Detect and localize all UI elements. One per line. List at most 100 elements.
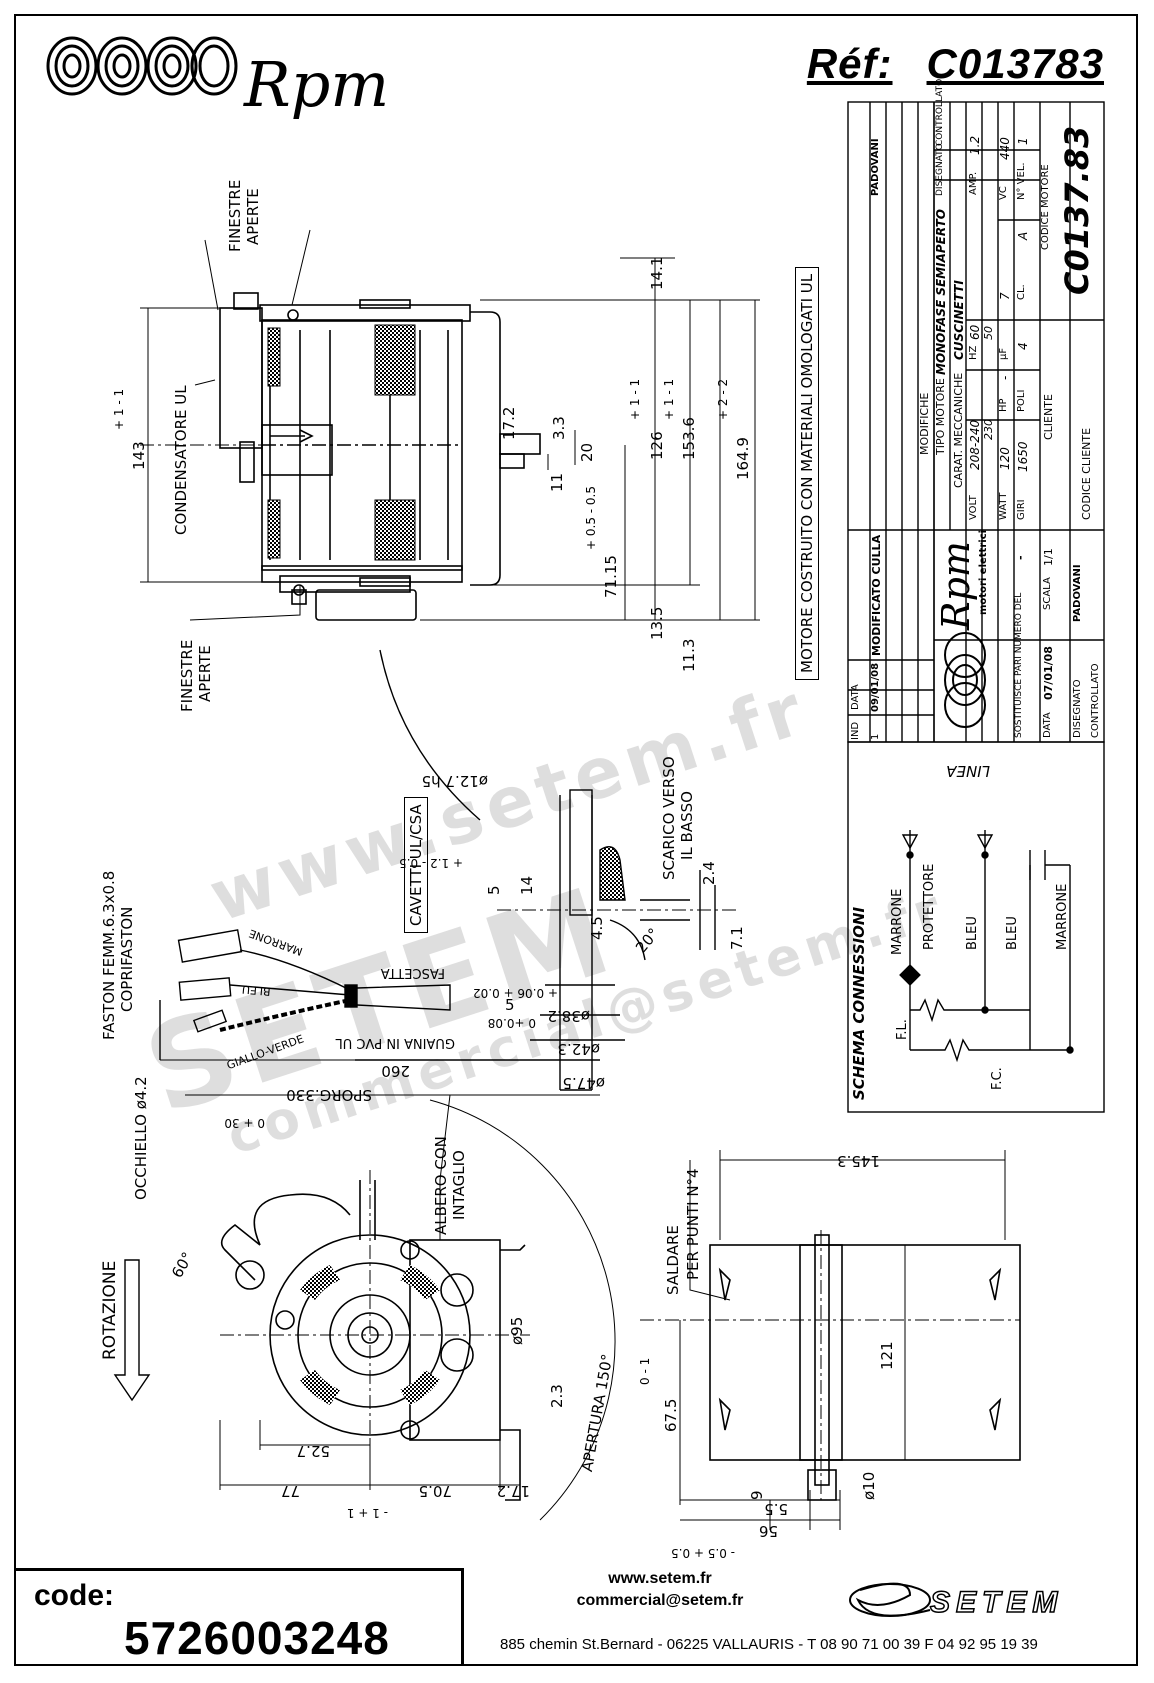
dim-13-5: 13.5: [648, 606, 666, 640]
tb-cl-label: CL.: [1016, 284, 1027, 300]
tb-company-sub: motori elettrici: [978, 529, 989, 615]
tb-data: 07/01/08: [1042, 646, 1055, 700]
ref-value: C013783: [926, 40, 1104, 87]
tb-hp: -: [998, 375, 1012, 380]
dimension-texts: 5: [505, 996, 515, 1014]
label-albero-1: ALBERO CON: [432, 1136, 450, 1235]
top-dimension-lines: [140, 229, 760, 621]
dim-126-tol: + 1 - 1: [628, 378, 642, 420]
tb-tipo-motore-label: TIPO MOTORE: [934, 378, 947, 455]
dim-153-6-tol: + 1 - 1: [662, 378, 676, 420]
dim-52-7: 52.7: [296, 1442, 330, 1460]
dim-121: 121: [878, 1341, 896, 1370]
dim-56-tol: - 0.5 + 0.5: [671, 1546, 735, 1560]
tb-tipo-motore: MONOFASE SEMIAPERTO: [934, 209, 948, 375]
dim-145-3: 145.3: [837, 1152, 880, 1170]
label-finestre-top-1: FINESTRE: [226, 179, 244, 252]
label-finestre-top-2: APERTE: [244, 188, 262, 245]
dim-9: 9: [748, 1490, 766, 1500]
label-scarico-2: IL BASSO: [678, 791, 696, 860]
dim-126: 126: [648, 431, 666, 460]
dim-143-tol: + 1 - 1: [112, 388, 126, 430]
tb-disegnato-label: DISEGNATO: [1072, 679, 1083, 738]
tb-poli: 4: [1016, 342, 1030, 350]
dim-2-4: 2.4: [700, 861, 718, 885]
tb-codice-motore-label: CODICE MOTORE: [1040, 164, 1051, 250]
label-saldare-2: PER PUNTI N°4: [684, 1168, 702, 1280]
tb-data-label: DATA: [1042, 712, 1053, 738]
tb-ind-label: IND: [850, 721, 861, 740]
tb-scala: 1/1: [1042, 548, 1055, 566]
tb-rev-desc: MODIFICATO CULLA: [870, 534, 883, 656]
label-fl: F.L.: [895, 1019, 910, 1040]
title-block-grid: [847, 101, 1105, 1113]
dim-17-2: 17.2: [500, 406, 518, 440]
tb-rev-date: 09/01/08: [870, 662, 881, 712]
contact-block: www.setem.fr commercial@setem.fr: [560, 1568, 760, 1612]
dim-143: 143: [130, 441, 148, 470]
label-occhiello: OCCHIELLO ø4.2: [132, 1076, 150, 1200]
rotation-arrow: [113, 1259, 151, 1402]
tb-contr-label: CONTROLLATO: [935, 78, 945, 146]
motor-front-view: [220, 1099, 616, 1521]
label-albero-2: INTAGLIO: [450, 1150, 468, 1220]
label-bleu-2: BLEU: [1005, 916, 1020, 950]
wiring-schematic: [899, 830, 1074, 1063]
tb-vc-label: VC: [998, 186, 1009, 200]
dim-5-5: 5.5: [764, 1500, 788, 1518]
tb-disegnato: PADOVANI: [1072, 564, 1083, 622]
tb-rev-ind: 1: [870, 733, 881, 740]
setem-swoosh-icon: [849, 1582, 931, 1617]
tb-nvel: 1: [1016, 137, 1030, 145]
shaft-detail: [379, 649, 740, 1091]
bracket-view: [640, 1150, 1021, 1530]
tb-volt-label: VOLT: [968, 495, 979, 520]
code-value: 5726003248: [124, 1612, 390, 1664]
dim-70-5: 70.5: [418, 1482, 452, 1500]
title-block-logo: [944, 632, 986, 728]
tb-codice-motore: C0137.83: [1058, 125, 1096, 295]
tb-hz-label: HZ: [968, 345, 979, 360]
website-link[interactable]: www.setem.fr: [608, 1570, 712, 1587]
label-marrone-2: MARRONE: [1055, 883, 1070, 950]
dim-71-15-tol: + 0.5 - 0.5: [584, 486, 598, 550]
tb-volt-sub: 230: [982, 419, 995, 440]
label-faston-1: FASTON FEMM.6.3x0.8: [100, 870, 118, 1040]
tb-carat: CUSCINETTI: [952, 280, 966, 360]
dim-20: 20: [578, 442, 596, 462]
front-winding-hatch: [300, 1265, 440, 1405]
label-condensatore: CONDENSATORE UL: [172, 385, 190, 535]
drawing-frame: [14, 14, 1138, 1666]
dim-56: 56: [758, 1522, 778, 1540]
tb-sostituisce-label: SOSTITUISCE PARI NUMERO DEL: [1014, 592, 1024, 738]
winding-hatch: [267, 324, 416, 561]
code-box: code: 5726003248: [14, 1568, 464, 1666]
motor-side-view: [140, 292, 541, 621]
tb-hz-sub: 50: [982, 326, 995, 340]
dim-67-5: 67.5: [662, 1398, 680, 1432]
tb-carat-label: CARAT. MECCANICHE: [952, 372, 965, 488]
tb-giri: 1650: [1016, 441, 1030, 472]
dim-5b: 5: [505, 996, 515, 1014]
dim-67-5-tol: 0 - 1: [638, 1357, 652, 1385]
tb-rev-data-label: DATA: [850, 684, 861, 710]
dim-164-9: 164.9: [734, 437, 752, 480]
tb-watt-label: WATT: [998, 492, 1009, 520]
label-faston-2: COPRIFASTON: [118, 906, 136, 1012]
rpm-logo: Rpm: [44, 28, 389, 120]
dim-164-9-tol: + 2 - 2: [716, 378, 730, 420]
reference-number: Réf: C013783: [807, 40, 1104, 88]
dim-3-3: 3.3: [550, 416, 568, 440]
label-finestre-bot-1: FINESTRE: [178, 639, 196, 712]
email-link[interactable]: commercial@setem.fr: [576, 1592, 744, 1609]
tb-amp-label: AMP.: [968, 171, 979, 195]
tb-watt: 120: [998, 447, 1012, 470]
tb-modifiche: MODIFICHE: [918, 392, 931, 455]
tb-hz: 60: [968, 324, 982, 340]
label-rotazione: ROTAZIONE: [100, 1260, 120, 1360]
logo-name: Rpm: [244, 48, 390, 121]
dim-95: ø95: [508, 1316, 526, 1345]
ref-label: Réf:: [806, 40, 893, 87]
label-saldare-1: SALDARE: [664, 1225, 682, 1295]
dim-153-6: 153.6: [680, 417, 698, 460]
